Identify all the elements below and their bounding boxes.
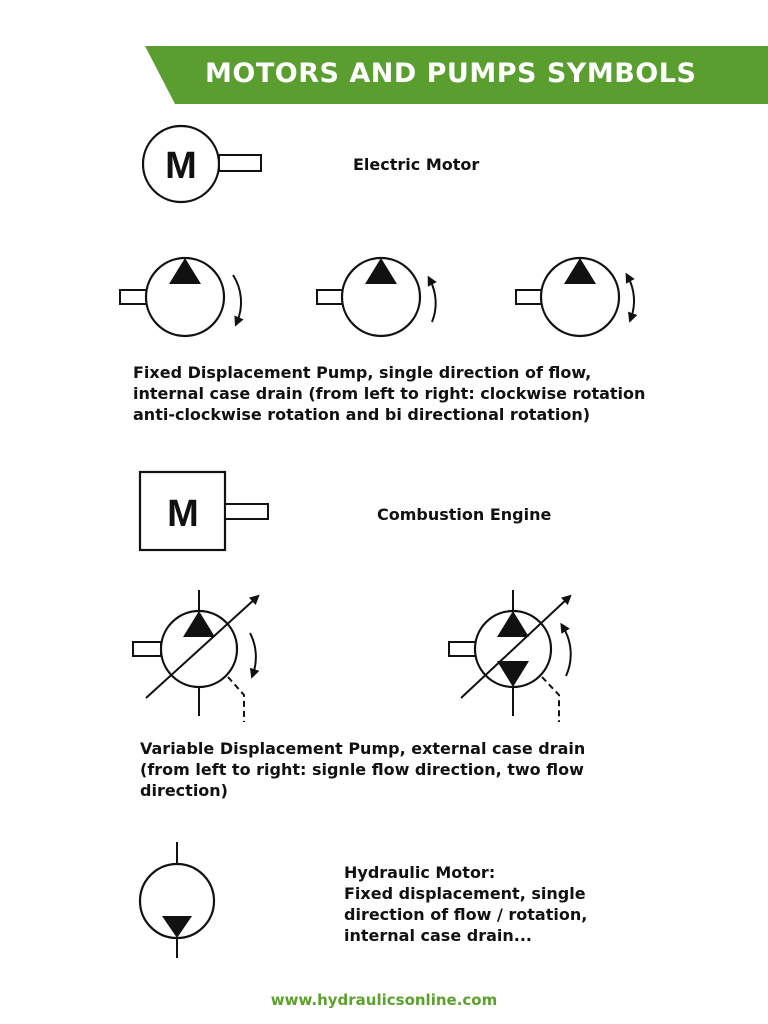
hydraulic-motor-description-line: Fixed displacement, single (344, 884, 586, 903)
electric-motor-label: Electric Motor (353, 155, 480, 174)
variable-pump-single-direction-symbol (132, 590, 260, 722)
hydraulic-motor-symbol (138, 842, 216, 958)
hydraulic-motor-description-line: internal case drain... (344, 926, 532, 945)
page-title: MOTORS AND PUMPS SYMBOLS (205, 58, 697, 89)
variable-pump-description-line: Variable Displacement Pump, external cas… (140, 739, 586, 758)
footer-url[interactable]: www.hydraulicsonline.com (270, 991, 498, 1009)
fixed-pump-description-line: Fixed Displacement Pump, single directio… (133, 363, 592, 382)
variable-pump-description-line: (from left to right: signle flow directi… (140, 760, 584, 779)
fixed-pump-description-line: anti-clockwise rotation and bi direction… (133, 405, 591, 424)
fixed-pump-description: Fixed Displacement Pump, single directio… (133, 362, 733, 425)
hydraulic-motor-description-line: direction of flow / rotation, (344, 905, 588, 924)
combustion-engine-label: Combustion Engine (377, 505, 552, 524)
engine-letter: M (167, 493, 199, 535)
header-banner (145, 46, 768, 104)
fixed-pump-bidirectional-symbol (515, 256, 638, 338)
fixed-pump-clockwise-symbol (119, 256, 244, 338)
fixed-pump-description-line: internal case drain (from left to right:… (133, 384, 646, 403)
variable-pump-description: Variable Displacement Pump, external cas… (140, 738, 700, 801)
banner-shape (145, 46, 768, 104)
fixed-pump-anticlockwise-symbol (316, 256, 437, 338)
electric-motor-symbol: M (141, 124, 262, 204)
hydraulic-motor-description-line: Hydraulic Motor: (344, 863, 496, 882)
combustion-engine-symbol: M (138, 470, 269, 552)
variable-pump-description-line: direction) (140, 781, 228, 800)
hydraulic-motor-description: Hydraulic Motor: Fixed displacement, sin… (344, 862, 664, 946)
variable-pump-two-direction-symbol (448, 590, 572, 722)
motor-letter: M (165, 145, 197, 187)
